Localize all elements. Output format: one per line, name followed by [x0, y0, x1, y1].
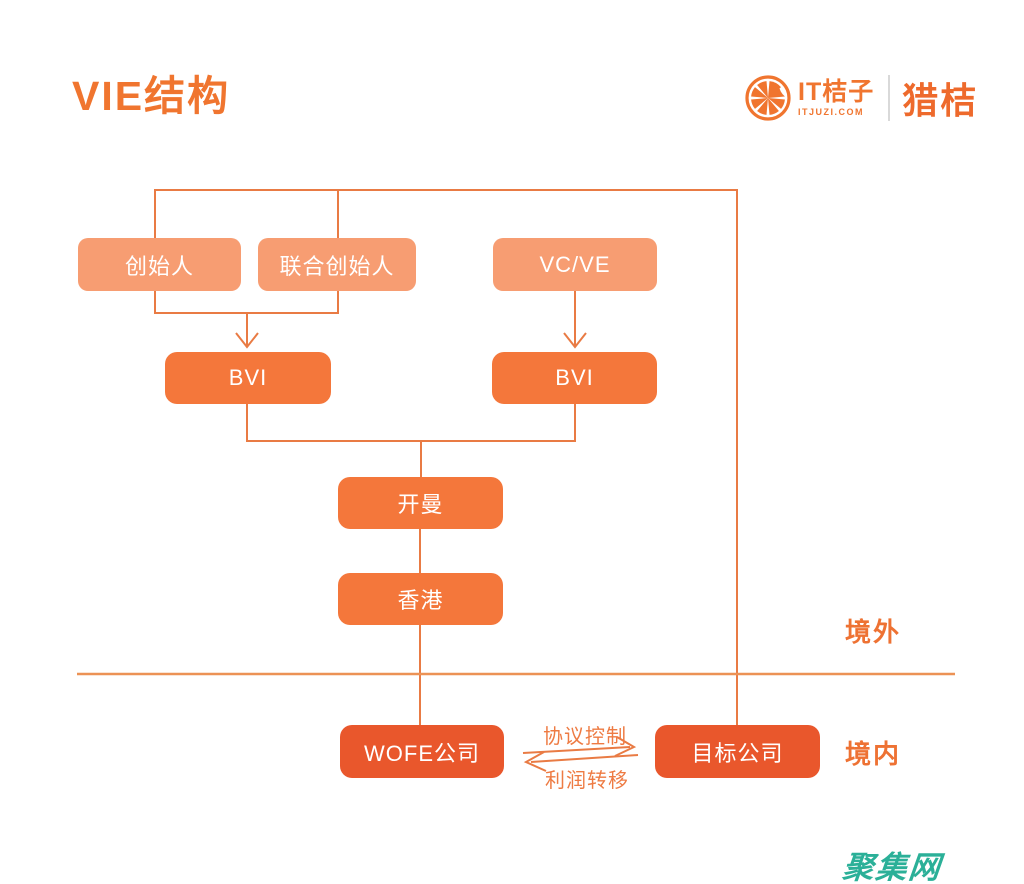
label-agreement-control: 协议控制: [543, 726, 627, 748]
node-hongkong: 香港: [338, 573, 503, 625]
wire-founders-join: [154, 291, 339, 314]
arrowhead-bvi1: [235, 332, 259, 349]
node-bvi-2: BVI: [492, 352, 657, 404]
label-offshore: 境外: [845, 617, 902, 647]
brand-domain: ITJUZI.COM: [798, 107, 864, 117]
wire-bvi-join: [246, 404, 576, 442]
wire-profit-arrow: [530, 754, 639, 763]
brand-name-block: IT桔子 ITJUZI.COM: [798, 79, 874, 117]
logo-divider: [888, 75, 891, 121]
watermark: 聚集网: [840, 850, 944, 884]
brand-logo: IT桔子 ITJUZI.COM 猎桔: [744, 72, 978, 124]
label-onshore: 境内: [845, 739, 902, 769]
node-founder: 创始人: [78, 238, 241, 291]
node-wofe: WOFE公司: [340, 725, 504, 778]
arrowhead-bvi2: [563, 332, 587, 349]
node-target: 目标公司: [655, 725, 820, 778]
page-title: VIE结构: [72, 73, 231, 119]
node-cofounder: 联合创始人: [258, 238, 416, 291]
brand-name: IT桔子: [798, 78, 875, 106]
arrowhead-profit: [523, 751, 547, 772]
label-profit-transfer: 利润转移: [545, 770, 629, 792]
orange-slice-icon: [745, 75, 791, 121]
node-vc-ve: VC/VE: [493, 238, 657, 291]
node-cayman: 开曼: [338, 477, 503, 529]
brand-partner: 猎桔: [902, 80, 979, 121]
node-bvi-1: BVI: [165, 352, 331, 404]
